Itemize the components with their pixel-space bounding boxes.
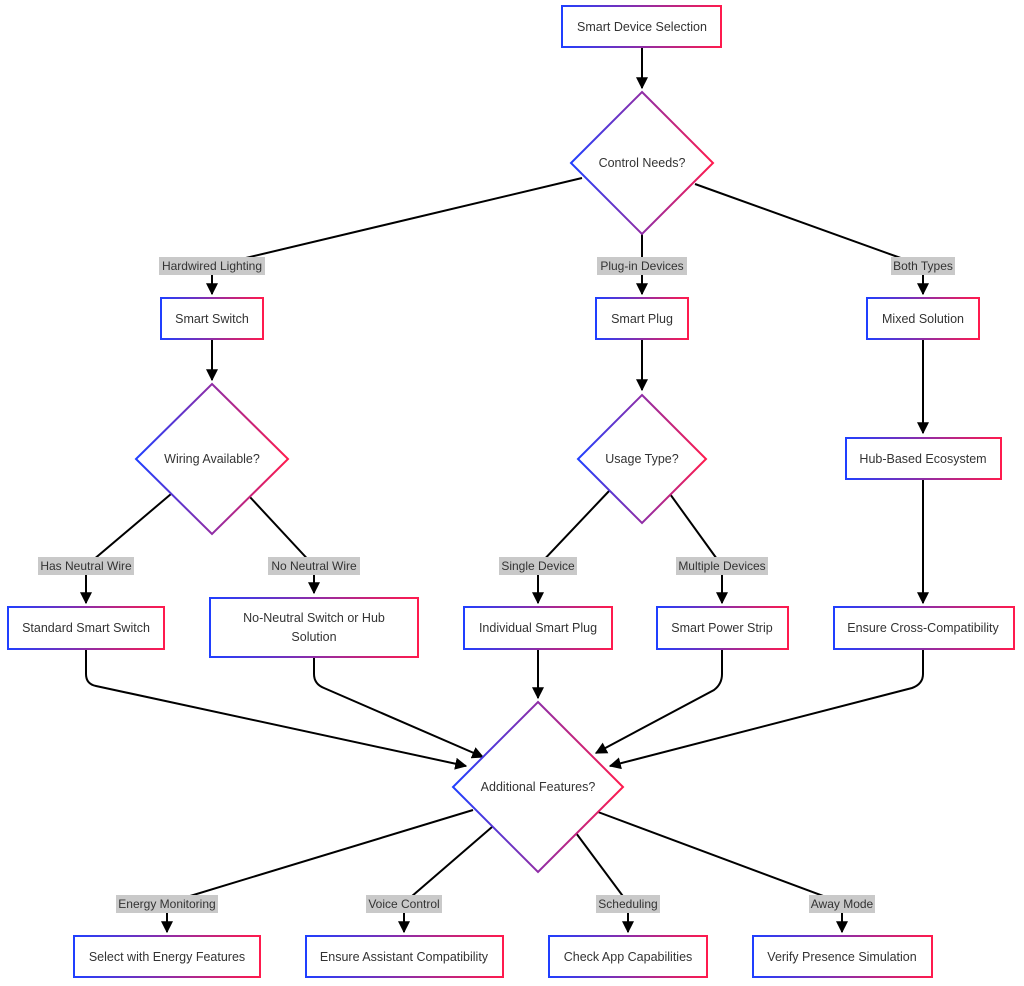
decision-additional-features: Additional Features? [451,700,625,874]
svg-text:Single Device: Single Device [501,559,575,573]
svg-text:Away Mode: Away Mode [811,897,874,911]
edge-features-to-energy [161,809,474,934]
node-smart-device-selection: Smart Device Selection [561,5,722,48]
nodes: Smart Device Selection Control Needs? Sm… [7,5,1015,978]
node-no-neutral-switch-or-hub: No-Neutral Switch or Hub Solution [209,597,419,658]
node-individual-smart-plug: Individual Smart Plug [463,606,613,650]
edge-label-energy: Energy Monitoring [116,895,218,913]
edge-features-to-app [575,832,634,934]
svg-text:Scheduling: Scheduling [598,897,657,911]
edge-features-to-presence [597,811,848,934]
svg-text:Plug-in Devices: Plug-in Devices [600,259,683,273]
svg-text:Mixed Solution: Mixed Solution [882,312,964,326]
svg-text:Solution: Solution [291,630,336,644]
node-verify-presence-simulation: Verify Presence Simulation [752,935,933,978]
svg-text:Ensure Cross-Compatibility: Ensure Cross-Compatibility [847,621,999,635]
node-standard-smart-switch: Standard Smart Switch [7,606,165,650]
svg-text:No-Neutral Switch or Hub: No-Neutral Switch or Hub [243,611,385,625]
svg-text:Additional Features?: Additional Features? [481,780,596,794]
svg-text:No Neutral Wire: No Neutral Wire [271,559,357,573]
node-ensure-cross-compatibility: Ensure Cross-Compatibility [833,606,1015,650]
decision-control-needs: Control Needs? [569,90,715,236]
svg-text:Multiple Devices: Multiple Devices [678,559,765,573]
svg-text:Wiring Available?: Wiring Available? [164,452,260,466]
edge-label-hardwired: Hardwired Lighting [159,257,265,275]
edge-standard-to-features [85,650,468,770]
edge-noneutral-to-features [313,658,485,759]
node-smart-switch: Smart Switch [160,297,264,340]
edge-usage-to-strip [669,493,728,605]
svg-text:Smart Plug: Smart Plug [611,312,673,326]
edge-usage-to-individual [532,489,611,605]
edge-control-to-switch [206,177,583,296]
edge-label-single: Single Device [499,557,577,575]
node-mixed-solution: Mixed Solution [866,297,980,340]
node-select-with-energy-features: Select with Energy Features [73,935,261,978]
edge-control-to-mixed [694,183,929,296]
svg-text:Verify Presence Simulation: Verify Presence Simulation [767,950,916,964]
svg-text:Smart Device Selection: Smart Device Selection [577,20,707,34]
node-check-app-capabilities: Check App Capabilities [548,935,708,978]
edge-features-to-assistant [398,826,493,934]
edge-label-away: Away Mode [809,895,875,913]
edge-wiring-to-standard [80,493,172,605]
svg-text:Smart Switch: Smart Switch [175,312,249,326]
edge-strip-to-features [594,650,723,754]
decision-wiring-available: Wiring Available? [134,382,290,536]
edge-cross-to-features [608,650,924,770]
node-smart-plug: Smart Plug [595,297,689,340]
svg-text:Both Types: Both Types [893,259,953,273]
svg-text:Hub-Based Ecosystem: Hub-Based Ecosystem [859,452,986,466]
svg-text:Standard Smart Switch: Standard Smart Switch [22,621,150,635]
node-ensure-assistant-compatibility: Ensure Assistant Compatibility [305,935,504,978]
node-smart-power-strip: Smart Power Strip [656,606,789,650]
edge-wiring-to-noneutral [248,495,320,595]
edge-label-plugin: Plug-in Devices [597,257,687,275]
edge-label-scheduling: Scheduling [596,895,660,913]
edge-label-multiple: Multiple Devices [676,557,768,575]
svg-text:Has Neutral Wire: Has Neutral Wire [40,559,132,573]
svg-text:Usage Type?: Usage Type? [605,452,678,466]
svg-text:Select with Energy Features: Select with Energy Features [89,950,245,964]
svg-text:Voice Control: Voice Control [368,897,439,911]
svg-text:Check App Capabilities: Check App Capabilities [564,950,693,964]
node-hub-based-ecosystem: Hub-Based Ecosystem [845,437,1002,480]
edge-label-has-neutral: Has Neutral Wire [38,557,134,575]
svg-text:Individual Smart Plug: Individual Smart Plug [479,621,597,635]
svg-text:Hardwired Lighting: Hardwired Lighting [162,259,262,273]
svg-text:Smart Power Strip: Smart Power Strip [671,621,772,635]
edge-label-voice: Voice Control [366,895,442,913]
edge-label-no-neutral: No Neutral Wire [268,557,360,575]
svg-text:Ensure Assistant Compatibility: Ensure Assistant Compatibility [320,950,489,964]
edge-labels: Hardwired Lighting Plug-in Devices Both … [38,257,955,913]
edge-label-both: Both Types [891,257,955,275]
svg-text:Control Needs?: Control Needs? [599,156,686,170]
svg-text:Energy Monitoring: Energy Monitoring [118,897,215,911]
decision-usage-type: Usage Type? [576,393,708,525]
